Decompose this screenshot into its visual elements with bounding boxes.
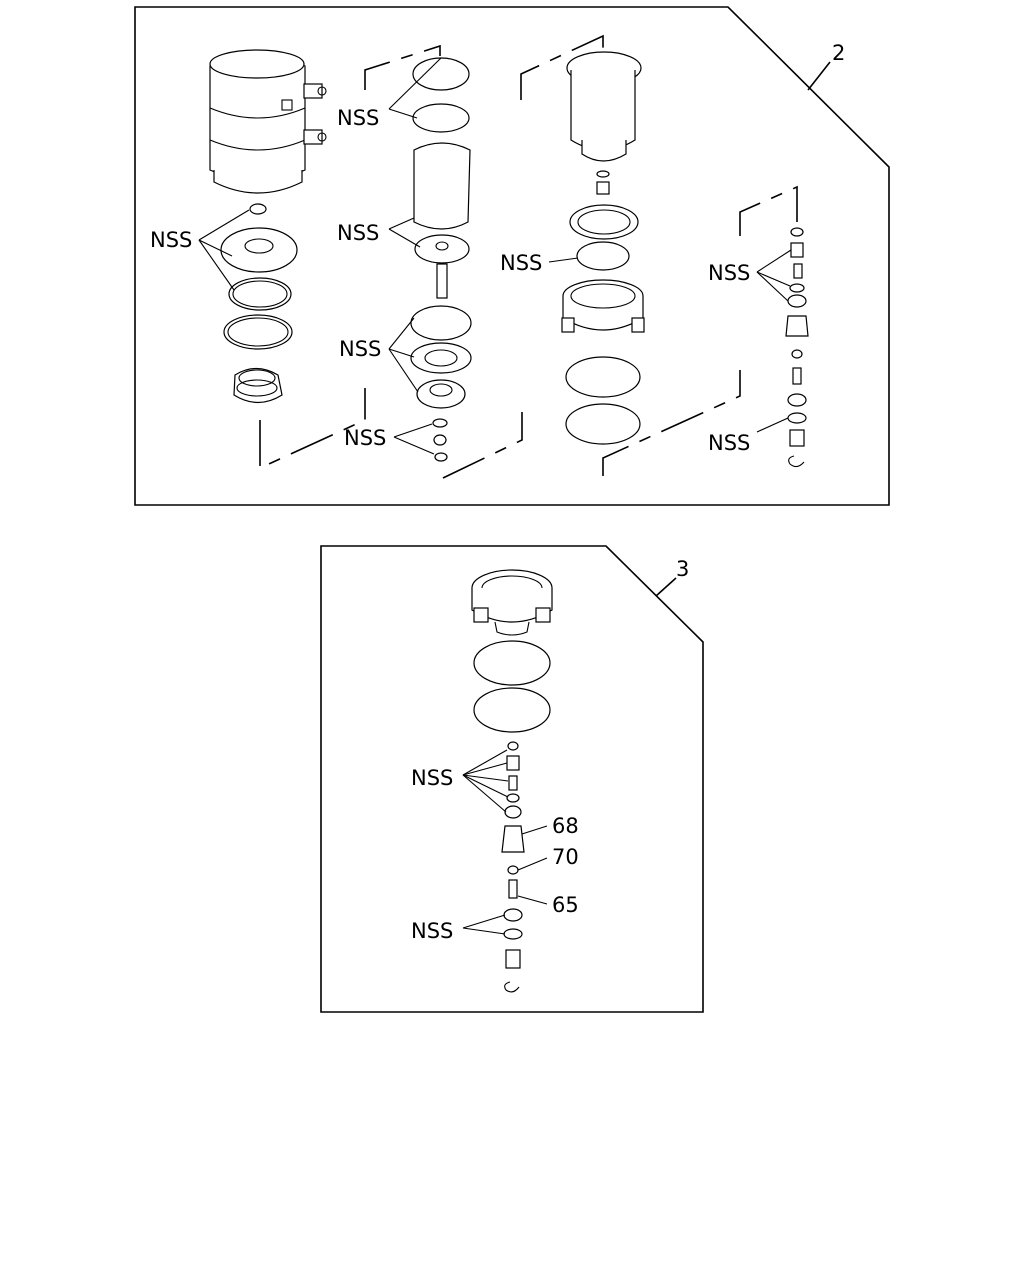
dash-link-top-mid [364, 44, 441, 90]
nss-callout-8: NSS [708, 431, 750, 455]
dash-link-bottom-mid [442, 412, 523, 479]
callout-leaders-panel-3 [462, 749, 548, 935]
figure-2-leader [807, 61, 831, 91]
panel-3: 3 [320, 545, 704, 1013]
dash-link-bottom-right [602, 370, 741, 476]
part-number-70: 70 [552, 845, 579, 869]
nss-callout-9: NSS [411, 766, 453, 790]
part-number-65: 65 [552, 893, 579, 917]
nss-callout-4: NSS [339, 337, 381, 361]
filter-element-group [410, 57, 472, 462]
figure-3-leader [655, 577, 677, 597]
dash-link-top-far-right [739, 185, 798, 236]
nss-callout-1: NSS [150, 228, 192, 252]
housing-assembly [471, 569, 553, 993]
callout-leaders-far-right [756, 249, 792, 433]
canister-assembly [209, 49, 327, 194]
nss-callout-10: NSS [411, 919, 453, 943]
callout-leaders-mid [388, 57, 442, 455]
bowl-housing-group [561, 51, 645, 445]
nss-callout-5: NSS [344, 426, 386, 450]
figure-number-2: 2 [832, 41, 845, 65]
nss-callout-7: NSS [708, 261, 750, 285]
dash-link-bottom-left [259, 388, 366, 470]
figure-number-3: 3 [676, 557, 689, 581]
nss-callout-6: NSS [500, 251, 542, 275]
part-number-68: 68 [552, 814, 579, 838]
panel-2: 2 [134, 6, 890, 506]
callout-leaders-right-mid [548, 257, 579, 263]
valve-stack-top [785, 227, 809, 468]
cover-plate-group [220, 203, 298, 404]
panel-2-frame [134, 6, 890, 506]
nss-callout-2: NSS [337, 106, 379, 130]
dash-link-top-right [520, 34, 604, 100]
panel-3-frame [320, 545, 704, 1013]
nss-callout-3: NSS [337, 221, 379, 245]
callout-leaders-left [198, 209, 250, 291]
